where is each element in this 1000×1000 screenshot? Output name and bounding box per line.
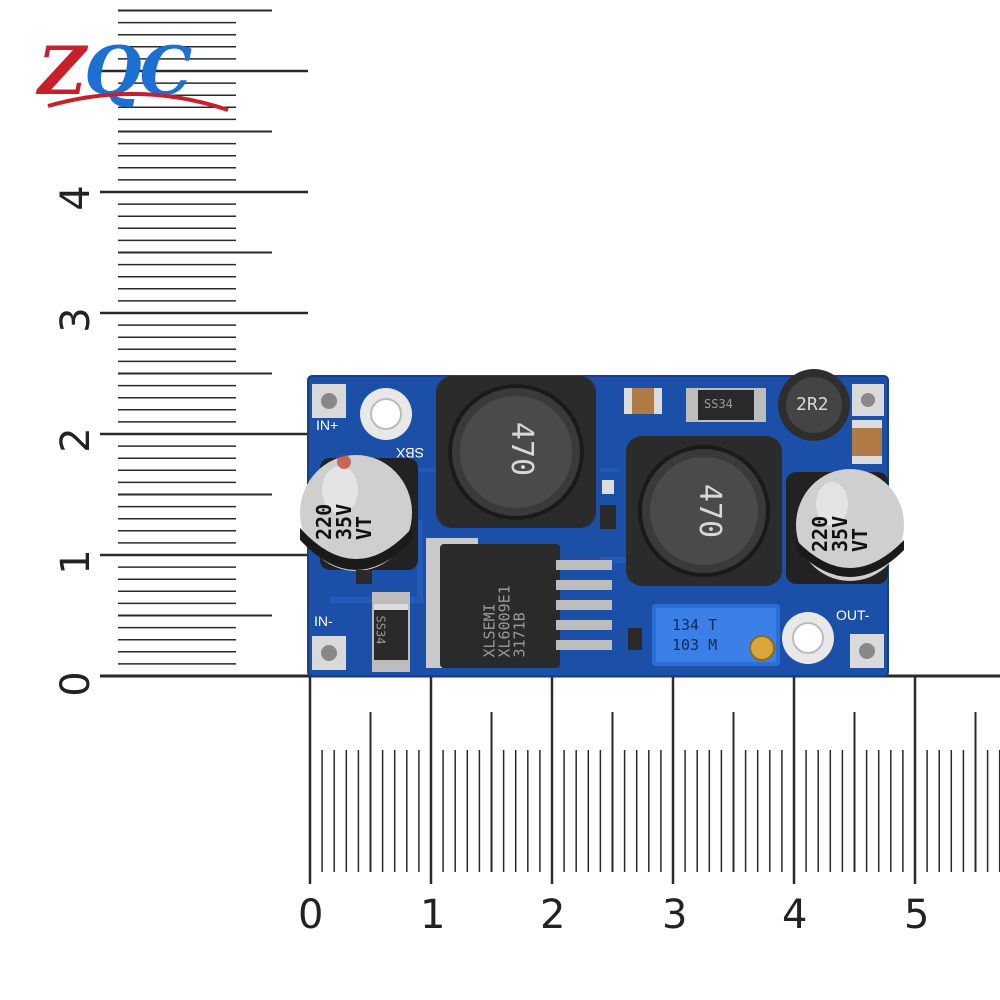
diode-bottom [372, 592, 410, 672]
inductor-right [626, 436, 782, 586]
smd-parts [356, 388, 882, 650]
mounting-hole-right [782, 612, 834, 664]
pcb-board [300, 369, 904, 677]
mounting-hole-left [360, 388, 412, 440]
pad-out-minus [850, 634, 884, 668]
logo-swoosh [47, 91, 229, 112]
capacitor-left [300, 455, 418, 571]
vertical-ruler [100, 9, 308, 678]
horizontal-ruler [100, 674, 1000, 884]
trimmer-potentiometer [652, 604, 780, 666]
pad-out-plus [852, 384, 884, 416]
pad-in-minus [312, 636, 346, 670]
brand-logo: ZQC [38, 28, 238, 128]
inductor-left [436, 376, 596, 528]
diode-top [686, 388, 766, 422]
capacitor-right [786, 469, 904, 584]
ic-xl6009 [426, 538, 612, 668]
small-inductor [778, 369, 850, 441]
pad-in-plus [312, 384, 346, 418]
